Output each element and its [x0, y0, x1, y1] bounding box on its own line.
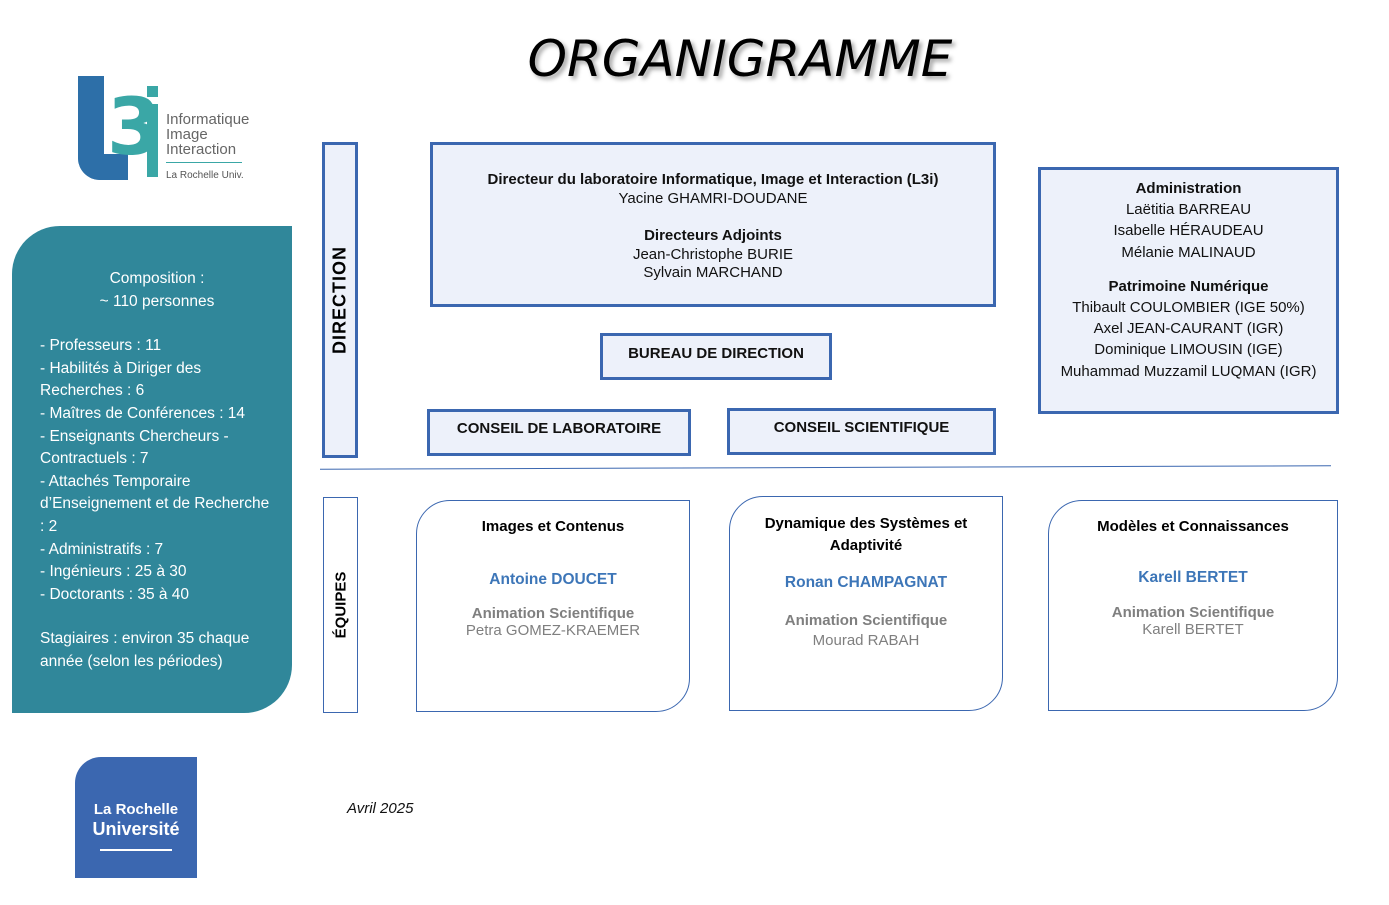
lru-logo-line2: Université	[92, 819, 180, 839]
conseil-laboratoire-box: CONSEIL DE LABORATOIRE	[427, 409, 691, 456]
l3i-logo: Informatique Image Interaction La Rochel…	[76, 74, 256, 189]
team-lead: Antoine DOUCET	[489, 571, 617, 588]
composition-item: - Administratifs : 7	[40, 540, 164, 558]
logo-word-interaction: Interaction	[166, 141, 237, 158]
patrimoine-member: Thibault COULOMBIER (IGE 50%)	[1072, 299, 1305, 317]
directeur-title: Directeur du laboratoire Informatique, I…	[487, 171, 939, 188]
logo-separator	[166, 162, 242, 163]
la-rochelle-universite-logo: La Rochelle Université	[75, 757, 197, 878]
logo-university: La Rochelle Univ.	[166, 170, 244, 181]
direction-label: DIRECTION	[329, 246, 350, 354]
logo-words: Informatique Image Interaction	[166, 112, 249, 157]
team-card-modeles-connaissances: Modèles et Connaissances Karell BERTET A…	[1048, 500, 1338, 711]
logo-i-stem	[147, 104, 158, 177]
directeur-name: Yacine GHAMRI-DOUDANE	[618, 189, 808, 207]
composition-item: - Enseignants Chercheurs - Contractuels …	[40, 427, 229, 468]
team-anim-person: Karell BERTET	[1142, 621, 1244, 638]
team-anim-title: Animation Scientifique	[471, 605, 635, 622]
composition-item: - Attachés Temporaire d’Enseignement et …	[40, 472, 270, 535]
composition-panel: Composition : ~ 110 personnes - Professe…	[12, 226, 292, 713]
administration-member: Mélanie MALINAUD	[1121, 243, 1256, 261]
direction-label-box: DIRECTION	[322, 142, 358, 458]
administration-member: Laëtitia BARREAU	[1125, 201, 1252, 219]
patrimoine-member: Axel JEAN-CAURANT (IGR)	[1093, 320, 1284, 338]
logo-word-image: Image	[166, 126, 208, 143]
logo-i-dot	[147, 86, 158, 97]
team-name: Modèles et Connaissances	[1097, 518, 1289, 535]
team-lead: Karell BERTET	[1138, 569, 1248, 586]
adjoints-title: Directeurs Adjoints	[644, 227, 782, 244]
composition-item: - Maîtres de Conférences : 14	[40, 404, 246, 422]
lru-logo-bar	[100, 849, 172, 851]
team-card-images-contenus: Images et Contenus Antoine DOUCET Animat…	[416, 500, 690, 712]
patrimoine-title: Patrimoine Numérique	[1108, 277, 1269, 295]
team-anim-title: Animation Scientifique	[784, 612, 948, 629]
team-lead: Ronan CHAMPAGNAT	[784, 574, 948, 591]
adjoint-name: Jean-Christophe BURIE	[632, 245, 794, 263]
bureau-direction-box: BUREAU DE DIRECTION	[600, 333, 832, 380]
composition-item: - Ingénieurs : 25 à 30	[40, 563, 187, 581]
team-anim-person: Petra GOMEZ-KRAEMER	[465, 622, 641, 639]
composition-item: - Doctorants : 35 à 40	[40, 585, 190, 603]
administration-title: Administration	[1135, 180, 1242, 197]
lru-logo-line1: La Rochelle	[93, 801, 179, 818]
adjoint-name: Sylvain MARCHAND	[643, 264, 783, 281]
administration-member: Isabelle HÉRAUDEAU	[1113, 222, 1264, 240]
team-name: Dynamique des Systèmes et Adaptivité	[764, 515, 968, 554]
team-card-dynamique-systemes: Dynamique des Systèmes et Adaptivité Ron…	[729, 496, 1003, 711]
team-name: Images et Contenus	[481, 518, 625, 535]
page-title: ORGANIGRAMME	[527, 30, 953, 88]
composition-heading: Composition : ~ 110 personnes	[40, 268, 274, 313]
administration-box: Administration Laëtitia BARREAU Isabelle…	[1038, 167, 1339, 414]
composition-title: Composition :	[109, 270, 205, 287]
team-anim-person: Mourad RABAH	[812, 632, 920, 649]
patrimoine-member: Muhammad Muzzamil LUQMAN (IGR)	[1060, 362, 1317, 380]
equipes-label-box: ÉQUIPES	[323, 497, 358, 713]
conseil-scientifique-box: CONSEIL SCIENTIFIQUE	[727, 408, 996, 455]
patrimoine-member: Dominique LIMOUSIN (IGE)	[1094, 341, 1283, 359]
equipes-label: ÉQUIPES	[332, 571, 349, 639]
composition-stagiaires: Stagiaires : environ 35 chaque année (se…	[40, 630, 250, 670]
date-label: Avril 2025	[347, 800, 414, 817]
composition-item: - Habilités à Diriger des Recherches : 6	[40, 359, 202, 400]
directeur-box: Directeur du laboratoire Informatique, I…	[430, 142, 996, 307]
logo-l-foot	[78, 154, 128, 180]
composition-total: ~ 110 personnes	[99, 292, 215, 310]
logo-word-informatique: Informatique	[166, 111, 250, 128]
team-anim-title: Animation Scientifique	[1111, 604, 1275, 621]
composition-item: - Professeurs : 11	[40, 337, 162, 355]
section-divider	[320, 465, 1331, 470]
